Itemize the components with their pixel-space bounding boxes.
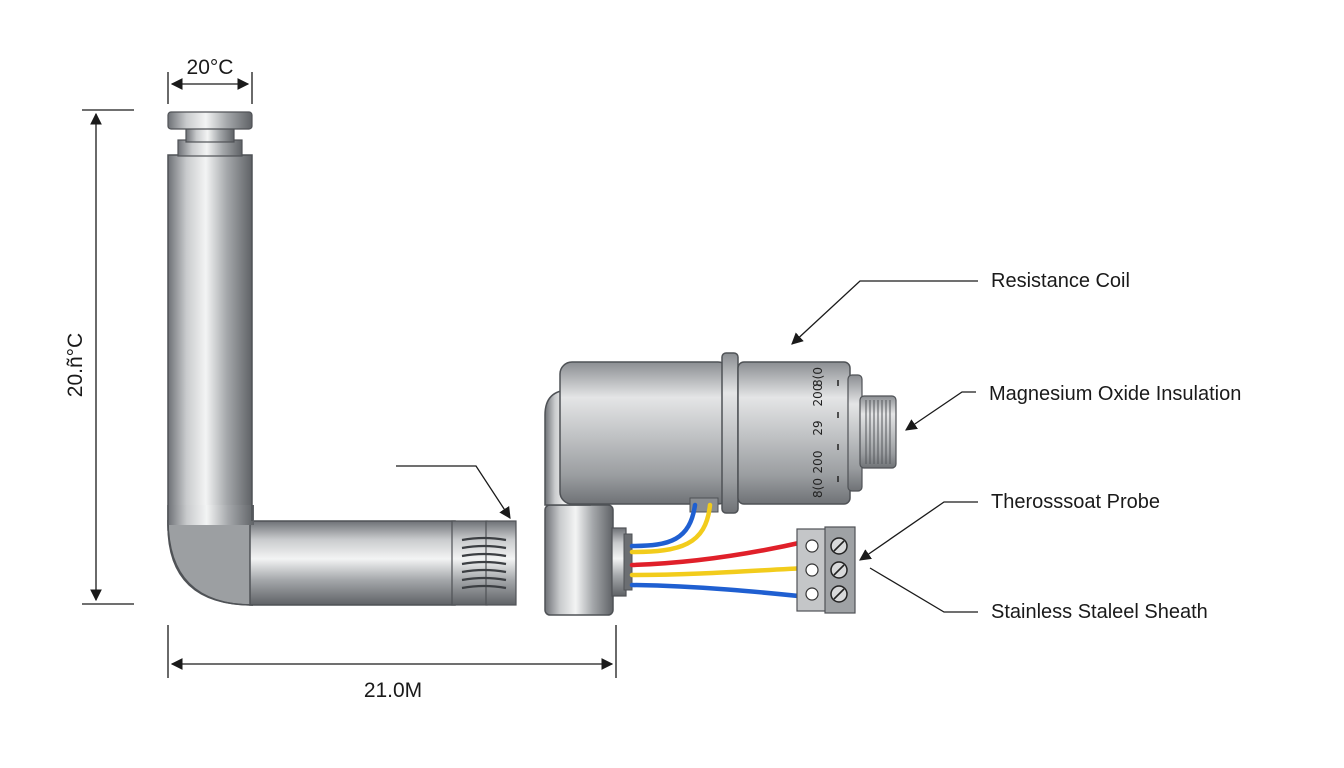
height-label: 20.ñ°C	[64, 333, 87, 397]
dial-label: 8(0	[811, 367, 825, 387]
dimension-bottom-length	[167, 625, 617, 678]
terminal-block	[796, 526, 856, 614]
sheath-pipe	[167, 154, 456, 606]
top-width-label: 20°C	[187, 56, 234, 79]
top-cap	[167, 111, 253, 157]
callout-label: Stainless Staleel Sheath	[991, 601, 1208, 623]
callout-label: Resistance Coil	[991, 270, 1130, 292]
callout-thermostat-probe: Therosssoat Probe	[859, 491, 1160, 561]
dial-label: 200	[811, 451, 825, 474]
dial-scale: 8(0 200 29 200 8(0	[811, 367, 839, 498]
callout-magnesium-oxide-insulation: Magnesium Oxide Insulation	[905, 383, 1241, 431]
dimension-top-width	[167, 72, 253, 104]
dial-label: 8(0	[811, 478, 825, 498]
dial-label: 29	[811, 420, 825, 435]
knob-ridges	[865, 400, 891, 464]
dial-label: 200	[811, 384, 825, 407]
callout-label: Magnesium Oxide Insulation	[989, 383, 1241, 405]
thermostat-housing: 8(0 200 29 200 8(0	[559, 352, 897, 514]
coupling-leader	[396, 465, 511, 519]
lead-wires	[629, 502, 811, 600]
bottom-length-label: 21.0M	[364, 679, 422, 702]
callout-stainless-steel-sheath: Stainless Staleel Sheath	[869, 567, 1208, 623]
spring-coupling	[451, 520, 517, 606]
dimension-height	[82, 109, 134, 605]
terminal-screw	[805, 539, 819, 601]
callout-label: Therosssoat Probe	[991, 491, 1160, 513]
junction-block	[544, 504, 633, 616]
callout-resistance-coil: Resistance Coil	[791, 270, 1130, 345]
